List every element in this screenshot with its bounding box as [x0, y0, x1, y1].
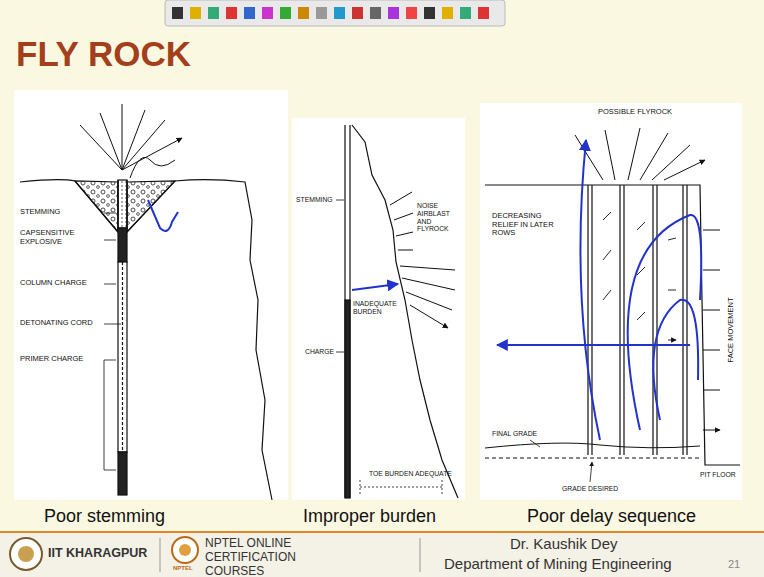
toolbar-icon [442, 7, 453, 19]
part-label: STEMMING [296, 196, 333, 204]
toolbar-icon [226, 7, 237, 19]
toolbar-icon [244, 7, 255, 19]
toolbar [165, 0, 505, 26]
toolbar-icon [334, 7, 345, 19]
toolbar-icon [370, 7, 381, 19]
panel [14, 90, 288, 500]
toolbar-icon [172, 7, 183, 19]
part-label: PRIMER CHARGE [20, 355, 83, 364]
course-name: NPTEL ONLINE CERTIFICATION COURSES [205, 537, 355, 577]
footer [0, 532, 764, 577]
toolbar-icon [280, 7, 291, 19]
improper-burden-figure [336, 125, 458, 498]
toolbar-icon [388, 7, 399, 19]
part-label: PIT FLOOR [700, 471, 736, 479]
poor-stemming-figure [20, 104, 272, 500]
toolbar-icon [316, 7, 327, 19]
caption: Improper burden [303, 506, 436, 527]
part-label: TOE BURDEN ADEQUATE [369, 470, 452, 478]
page-number: 21 [728, 558, 740, 571]
panel [292, 118, 465, 500]
poor-delay-sequence-figure [485, 128, 740, 482]
toolbar-icon [208, 7, 219, 19]
toolbar-icon [424, 7, 435, 19]
lecturer-name: Dr. Kaushik Dey [510, 535, 618, 552]
slide-title: FLY ROCK [16, 34, 191, 74]
part-label: CAPSENSITIVE EXPLOSIVE [20, 229, 86, 246]
part-label: GRADE DESIRED [562, 485, 618, 493]
toolbar-icon [190, 7, 201, 19]
toolbar-icon [262, 7, 273, 19]
part-label: CHARGE [305, 348, 334, 356]
part-label: FACE MOVEMENT [727, 297, 736, 362]
part-label: COLUMN CHARGE [20, 279, 87, 288]
caption: Poor delay sequence [527, 506, 696, 527]
panel [480, 103, 742, 500]
toolbar-icon [352, 7, 363, 19]
toolbar-icon [406, 7, 417, 19]
logo-text: NPTEL [173, 565, 193, 572]
part-label: INADEQUATE BURDEN [353, 300, 399, 316]
part-label: DETONATING CORD [20, 319, 93, 328]
part-label: DECREASING RELIEF IN LATER ROWS [492, 212, 556, 238]
toolbar-icon [298, 7, 309, 19]
part-label: FINAL GRADE [492, 430, 537, 438]
part-label: STEMMING [20, 208, 60, 217]
part-label: NOISE AIRBLAST AND FLYROCK [417, 202, 463, 233]
toolbar-icon [460, 7, 471, 19]
institute-name: IIT KHARAGPUR [48, 546, 147, 560]
part-label: POSSIBLE FLYROCK [598, 108, 672, 117]
toolbar-icon [478, 7, 489, 19]
caption: Poor stemming [44, 506, 165, 527]
department-name: Department of Mining Engineering [444, 555, 672, 572]
